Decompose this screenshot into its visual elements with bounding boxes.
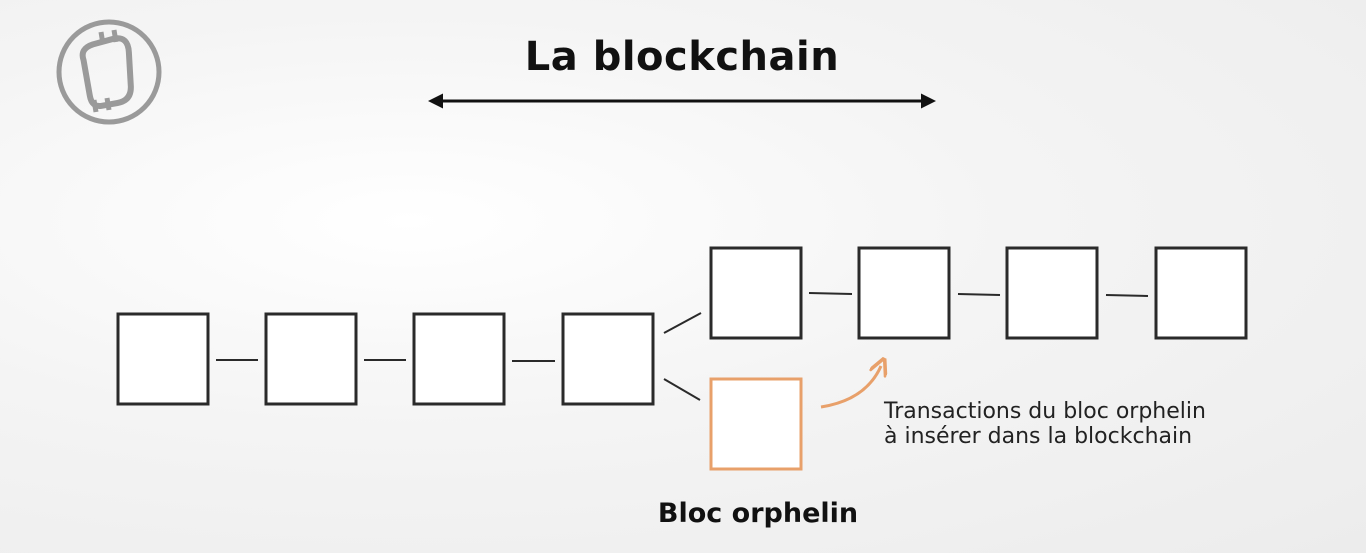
- block-2: [264, 312, 358, 406]
- block-1: [116, 312, 210, 406]
- block-6: [857, 246, 951, 340]
- block-7: [1005, 246, 1099, 340]
- orphan-note: Transactions du bloc orphelin à insérer …: [884, 399, 1304, 449]
- block-8: [1154, 246, 1248, 340]
- orphan-block-label: Bloc orphelin: [657, 498, 859, 529]
- orphan-note-line-1: Transactions du bloc orphelin: [884, 399, 1206, 424]
- reinsert-arrow: [820, 366, 881, 409]
- block-5: [709, 246, 803, 340]
- fork-link-down: [663, 378, 701, 401]
- orphan-note-line-2: à insérer dans la blockchain: [884, 424, 1193, 449]
- orphan-block: [709, 377, 803, 471]
- chain-links: [216, 292, 1149, 401]
- page-title: La blockchain: [524, 34, 840, 80]
- longest-chain: [709, 246, 1248, 340]
- block-4: [561, 312, 655, 406]
- main-chain: [116, 312, 655, 406]
- block-3: [412, 312, 506, 406]
- bitcoin-logo-icon: [56, 19, 162, 125]
- fork-link-up: [663, 312, 702, 334]
